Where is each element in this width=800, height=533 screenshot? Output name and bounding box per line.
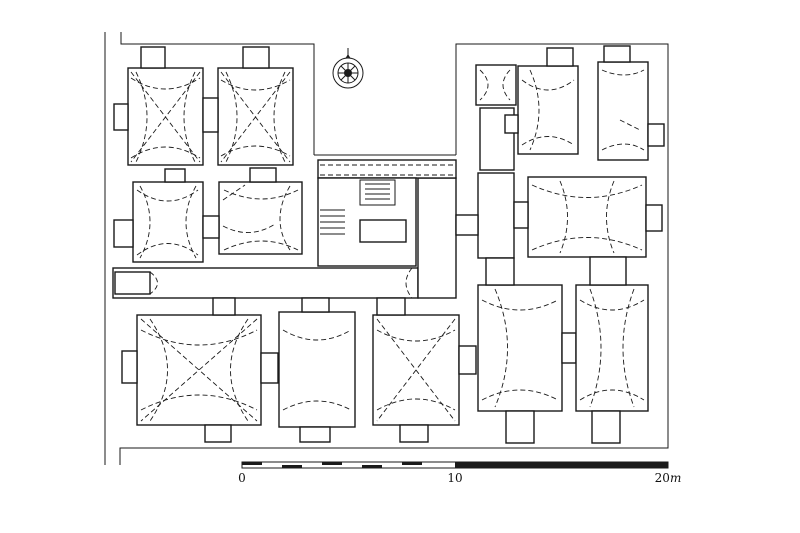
room-9 xyxy=(504,47,579,155)
room-7 xyxy=(372,297,477,443)
room-13 xyxy=(477,257,577,444)
room-5 xyxy=(121,297,279,443)
scale-label-20-value: 20 xyxy=(655,471,670,485)
room-11 xyxy=(455,172,515,259)
scale-unit: m xyxy=(670,471,681,485)
room-10 xyxy=(597,45,665,161)
scale-bar: 0 10 20m xyxy=(238,461,682,485)
scale-label-20: 20m xyxy=(655,471,682,485)
stair-hall xyxy=(317,159,457,267)
scale-label-0: 0 xyxy=(238,471,246,485)
room-3 xyxy=(113,168,204,263)
room-12 xyxy=(513,176,663,258)
room-6 xyxy=(278,297,356,443)
room-1 xyxy=(113,46,204,166)
room-8 xyxy=(475,64,517,171)
room-4 xyxy=(202,167,303,255)
room-14 xyxy=(575,256,649,444)
scale-label-10: 10 xyxy=(447,471,462,485)
room-2 xyxy=(202,46,294,166)
outer-walls xyxy=(104,32,669,465)
compass-rose-icon xyxy=(332,48,364,89)
